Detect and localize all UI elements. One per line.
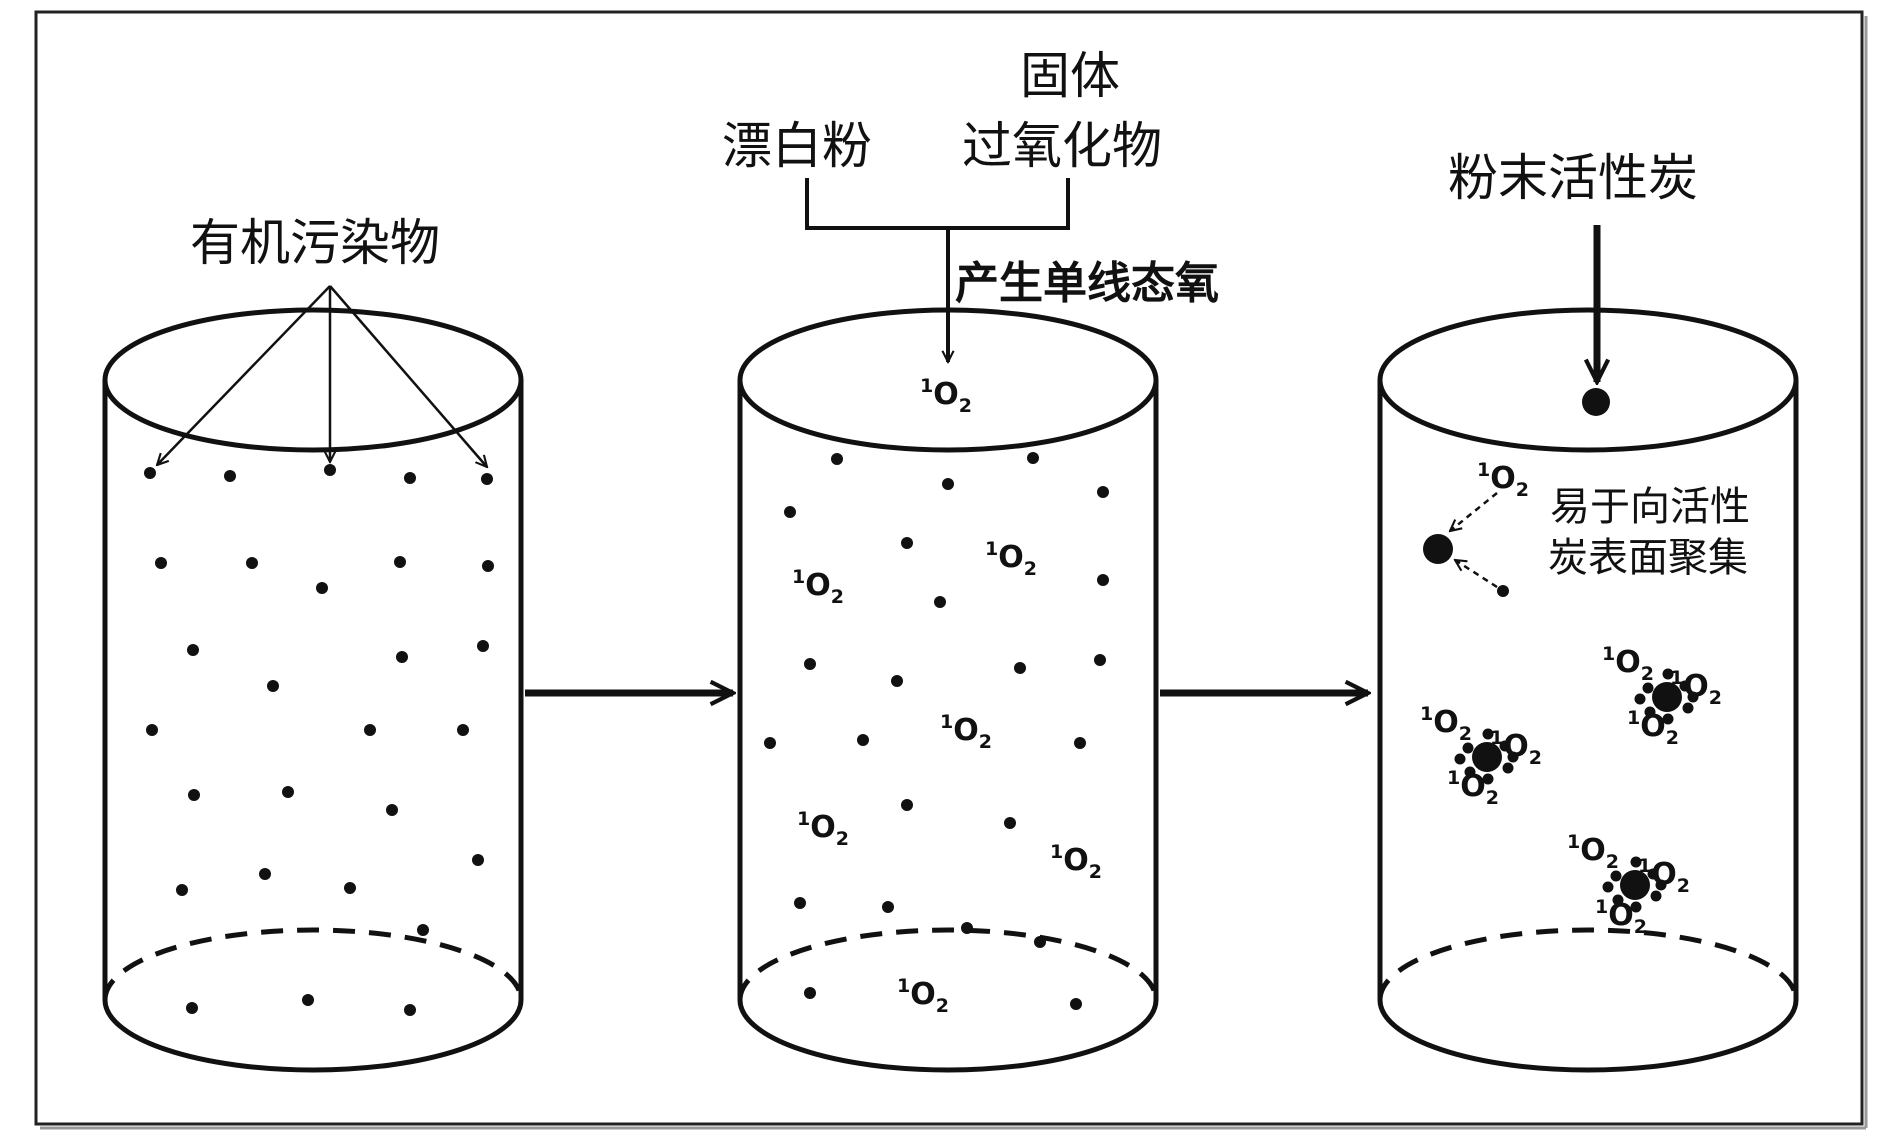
svg-text:1O2: 1O2	[1050, 841, 1102, 883]
aggregate-cluster-1: 1O2 1O2 1O2	[1602, 643, 1722, 749]
label-generate-singlet-oxygen: 产生单线态氧	[955, 258, 1219, 309]
svg-text:1O2: 1O2	[1638, 855, 1690, 897]
cylinder-3-activated-carbon: 粉末活性炭 1O2 易于向活性 炭表面聚集 1O2 1O2 1O2	[1377, 149, 1799, 1073]
attract-singlet-oxygen: 1O2	[1477, 459, 1529, 501]
pollutant-pointer-arrows	[157, 285, 487, 467]
svg-text:1O2: 1O2	[920, 375, 972, 417]
cylinder-1-pollutants: 有机污染物	[102, 214, 524, 1073]
cylinder-3-top	[1377, 307, 1799, 453]
outer-frame	[34, 10, 1864, 1126]
carbon-particle-top	[1582, 388, 1610, 416]
svg-text:1O2: 1O2	[1627, 707, 1679, 749]
svg-text:1O2: 1O2	[1420, 703, 1472, 745]
svg-text:1O2: 1O2	[1602, 643, 1654, 685]
cylinder-3-bottom-dashed	[1377, 927, 1799, 1001]
singlet-oxygen-labels: 1O2 1O2 1O2 1O2 1O2 1O2 1O2	[792, 375, 1102, 1017]
svg-text:1O2: 1O2	[940, 711, 992, 753]
svg-text:1O2: 1O2	[1447, 767, 1499, 809]
cylinder-1-body	[102, 380, 524, 1073]
svg-text:1O2: 1O2	[1595, 896, 1647, 938]
carbon-particle-attract	[1423, 534, 1453, 564]
cylinder-2-oxidation: 固体 漂白粉 过氧化物 产生单线态氧 1O2 1O2 1O2 1O2 1O2 1…	[722, 47, 1219, 1073]
svg-text:1O2: 1O2	[985, 538, 1037, 580]
label-bleach-powder: 漂白粉	[722, 117, 872, 175]
aggregate-cluster-2: 1O2 1O2 1O2	[1420, 703, 1542, 809]
cylinder-1-bottom-dashed	[102, 927, 524, 1001]
svg-text:1O2: 1O2	[1567, 831, 1619, 873]
cylinder-2-top	[737, 307, 1159, 453]
cylinder-2-bottom-dashed	[737, 927, 1159, 1001]
svg-text:1O2: 1O2	[797, 808, 849, 850]
label-powdered-activated-carbon: 粉末活性炭	[1448, 149, 1698, 207]
cylinder-3-body	[1377, 380, 1799, 1073]
attract-arrow-oxygen	[1450, 492, 1498, 531]
attract-arrow-pollutant	[1455, 560, 1498, 589]
svg-text:1O2: 1O2	[792, 566, 844, 608]
label-aggregate-line1: 易于向活性	[1550, 484, 1750, 530]
svg-text:1O2: 1O2	[897, 975, 949, 1017]
svg-text:1O2: 1O2	[1670, 667, 1722, 709]
label-aggregate-line2: 炭表面聚集	[1548, 535, 1748, 581]
cylinder-1-top	[102, 307, 524, 453]
svg-text:1O2: 1O2	[1490, 727, 1542, 769]
cylinder-2-body	[737, 380, 1159, 1073]
label-peroxide: 过氧化物	[962, 117, 1162, 175]
reagent-bracket	[805, 178, 1070, 230]
pollutant-attract	[1497, 585, 1509, 597]
label-organic-pollutants: 有机污染物	[190, 214, 440, 272]
remaining-pollutant-dots	[764, 452, 1109, 1010]
label-solid: 固体	[1020, 47, 1120, 105]
aggregate-cluster-3: 1O2 1O2 1O2	[1567, 831, 1690, 938]
pollutant-dots	[144, 464, 494, 1016]
